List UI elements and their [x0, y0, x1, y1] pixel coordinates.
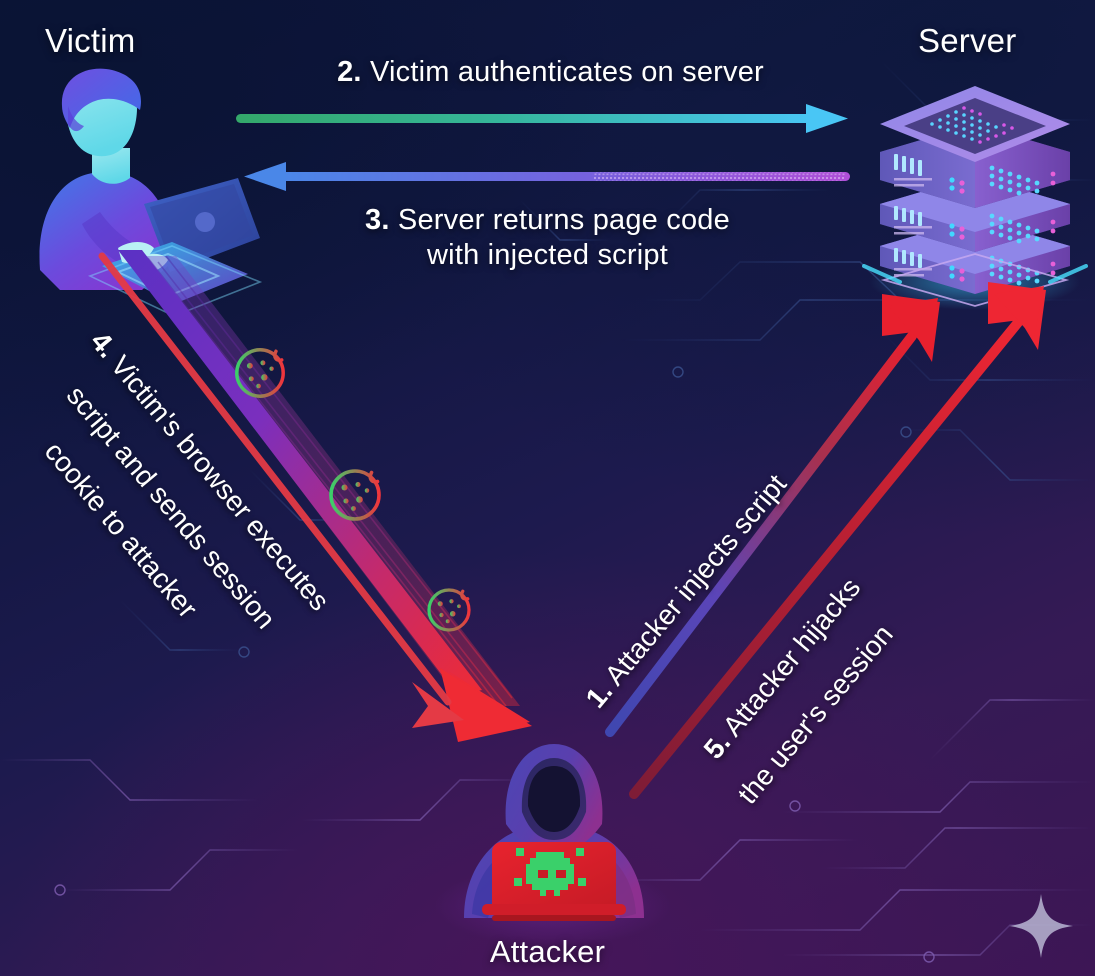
step-3-text-line-1: Server returns page code — [397, 204, 730, 236]
step-2-label: 2. Victim authenticates on server — [0, 55, 1095, 90]
arrow-step-4-victim-to-attacker — [98, 250, 532, 742]
attacker-label: Attacker — [489, 934, 606, 969]
attacker-hooded-hacker-icon — [435, 744, 671, 946]
cookie-icon — [427, 588, 471, 632]
server-rack-icon — [862, 86, 1088, 310]
arrow-step-5-attacker-to-server — [629, 282, 1046, 799]
step-3-text-line-2: with injected script — [427, 239, 668, 272]
step-2-number: 2. — [337, 56, 362, 88]
step-3-label: 3. Server returns page code with injecte… — [0, 203, 1095, 274]
arrow-step-2-victim-to-server — [236, 104, 848, 133]
victim-label: Victim — [45, 22, 136, 59]
step-2-text: Victim authenticates on server — [369, 56, 764, 88]
step-3-number: 3. — [365, 204, 390, 236]
sparkle-star-icon — [1009, 894, 1073, 958]
cookie-icon — [235, 348, 285, 398]
arrow-step-3-server-to-victim — [244, 162, 850, 191]
server-label: Server — [918, 22, 1017, 59]
cookie-icon — [329, 469, 381, 521]
arrow-step-1-attacker-to-server — [605, 294, 940, 737]
